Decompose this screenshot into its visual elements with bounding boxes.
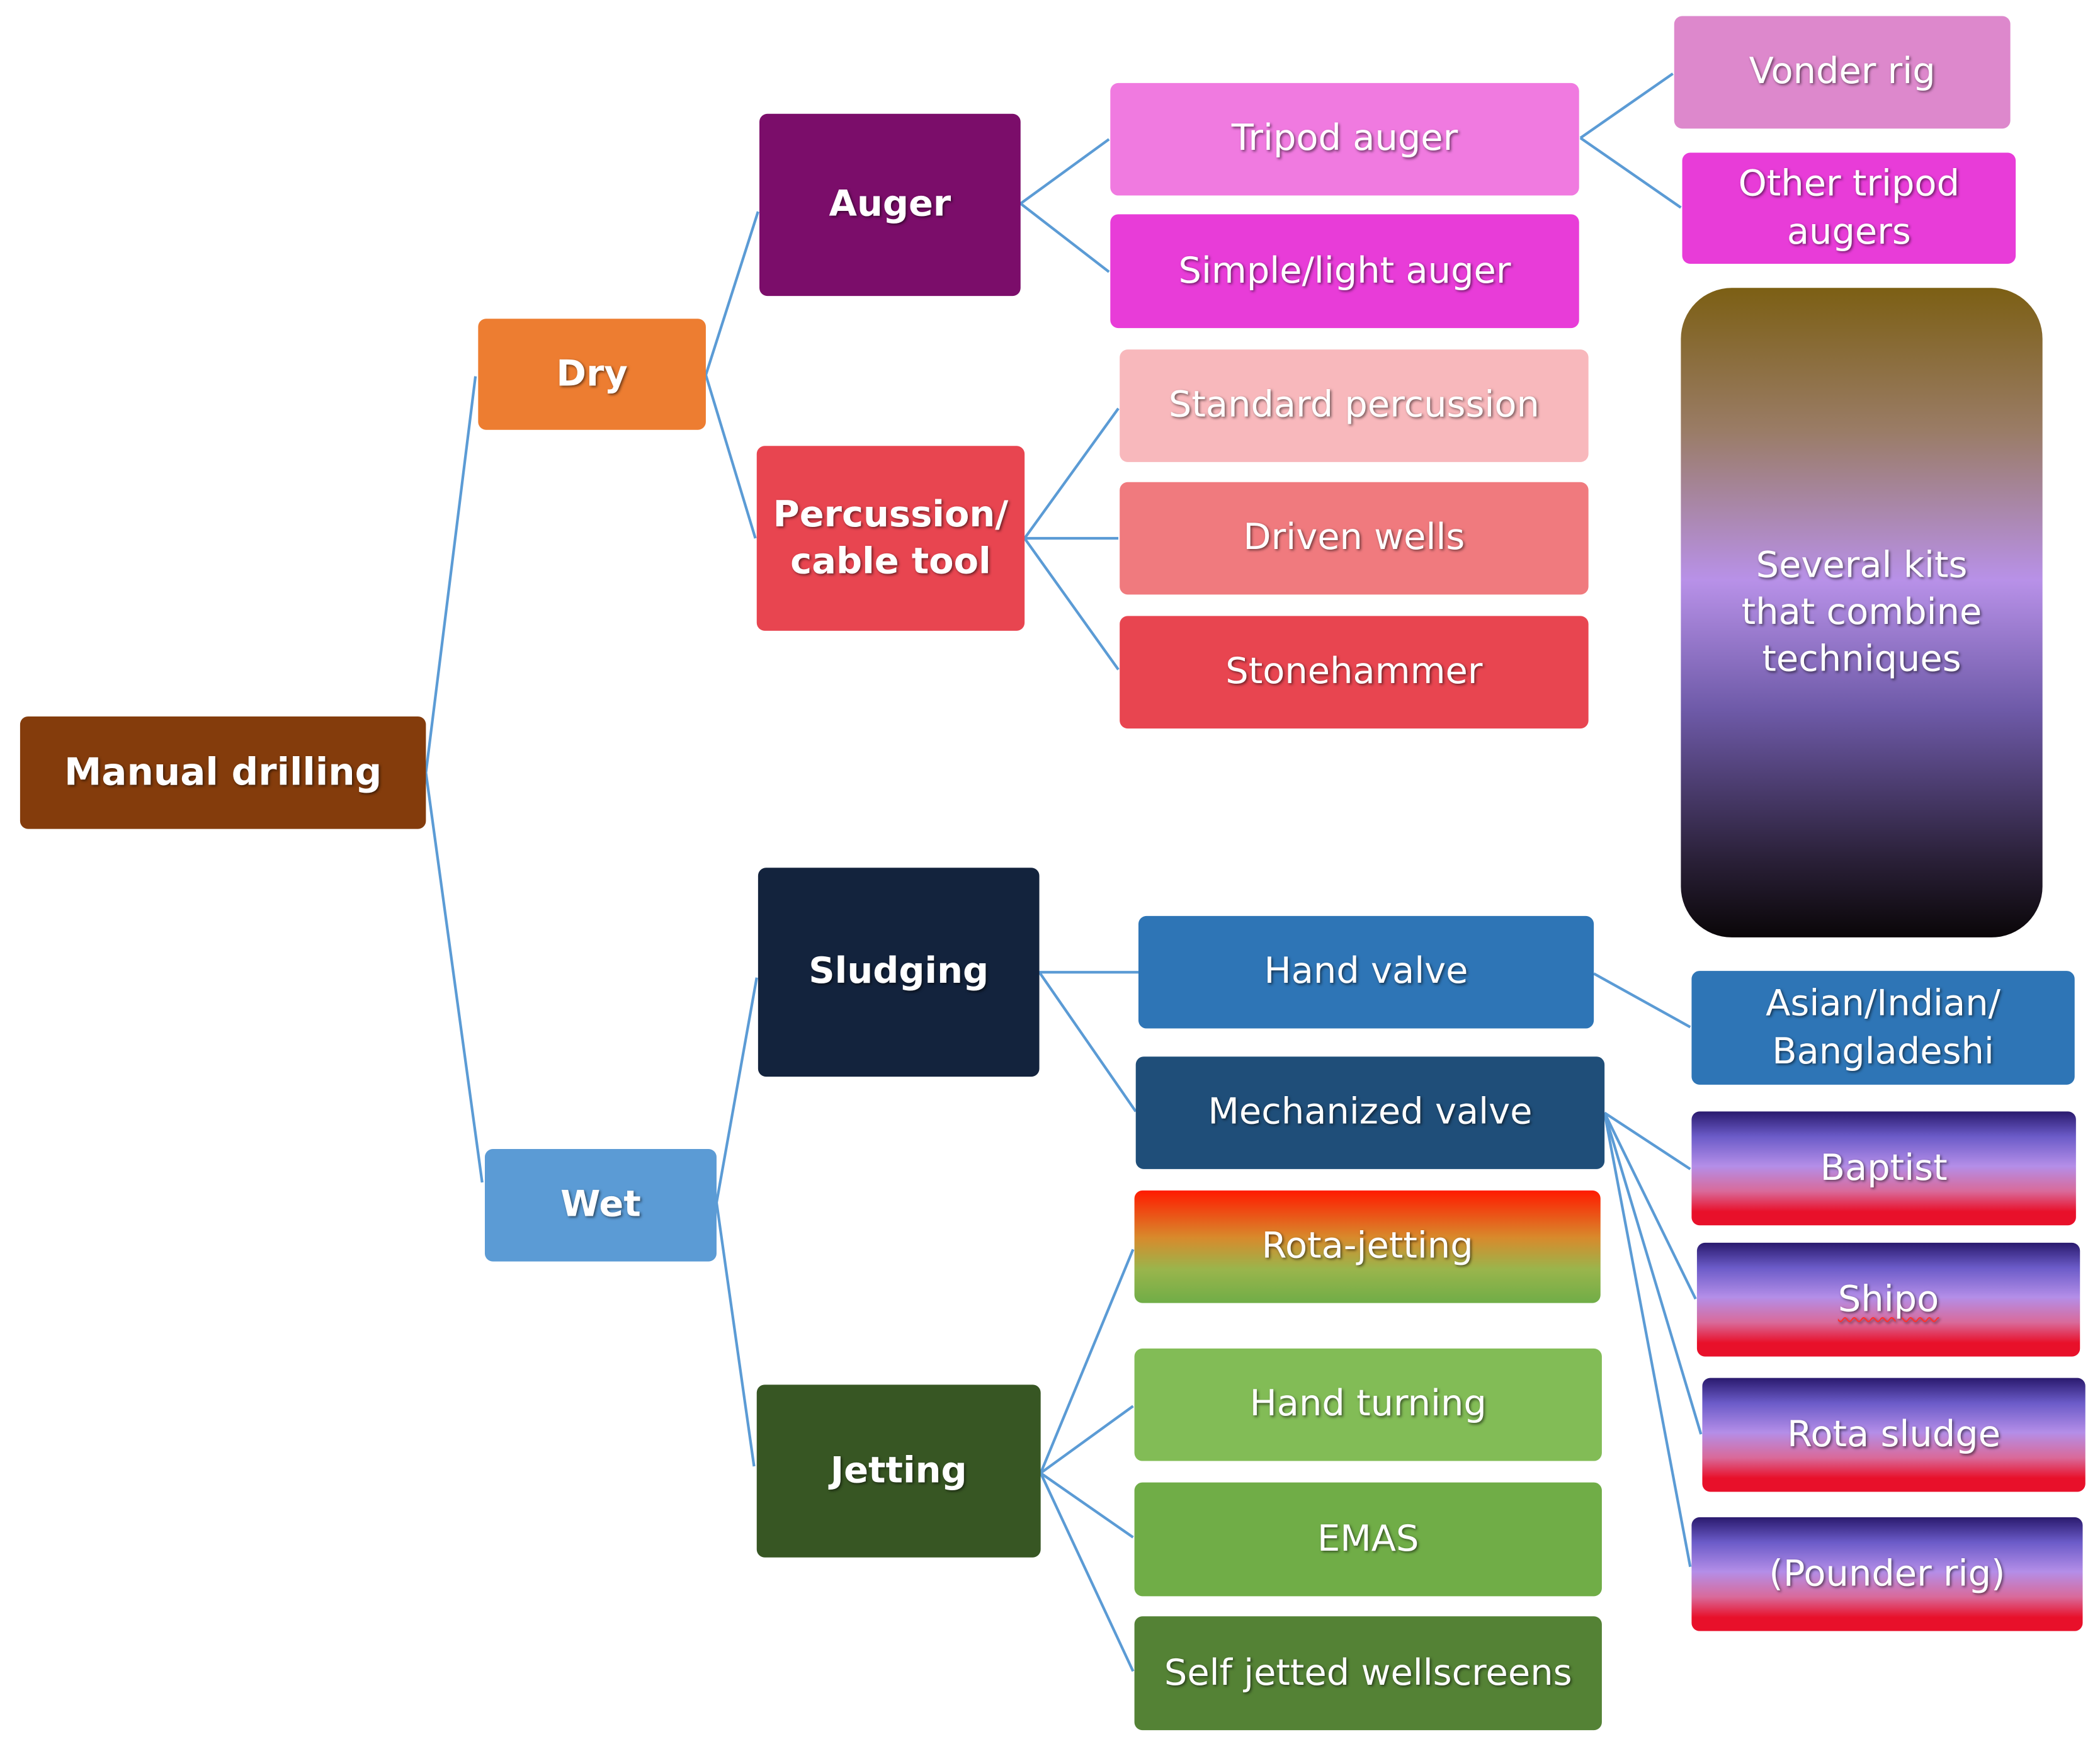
connector-tripod-other [1579, 137, 1682, 209]
node-auger: Auger [759, 113, 1021, 297]
connector-handvalve-asian [1593, 972, 1691, 1029]
node-percussion-cable-tool: Percussion/ cable tool [756, 446, 1025, 631]
connector-jetting-rota [1039, 1248, 1135, 1474]
node-mechanized-valve: Mechanized valve [1135, 1056, 1605, 1169]
connector-sludging-mechanized [1038, 971, 1137, 1112]
connector-mechanized-pounder [1603, 1112, 1692, 1567]
node-tripod-auger: Tripod auger [1110, 82, 1579, 196]
connector-tripod-vonder [1579, 72, 1674, 139]
node-manual-drilling: Manual drilling [20, 716, 426, 829]
connector-auger-tripod [1019, 138, 1110, 205]
connector-mechanized-shipo [1603, 1112, 1697, 1300]
node-baptist: Baptist [1691, 1111, 2076, 1226]
connector-dry-auger [704, 211, 759, 376]
node-simple-light-auger: Simple/light auger [1110, 214, 1579, 329]
shipo-label: Shipo [1837, 1279, 1939, 1321]
node-rota-jetting: Rota-jetting [1134, 1190, 1601, 1303]
connector-jetting-emas [1040, 1471, 1134, 1539]
connector-percussion-standard [1023, 407, 1120, 540]
node-asian-indian-bangladeshi: Asian/Indian/ Bangladeshi [1691, 971, 2075, 1085]
node-shipo: Shipo [1696, 1242, 2080, 1357]
connector-wet-sludging [715, 977, 758, 1203]
node-self-jetted-wellscreens: Self jetted wellscreens [1134, 1616, 1602, 1731]
node-pounder-rig: (Pounder rig) [1691, 1517, 2083, 1631]
connector-auger-simple [1019, 202, 1110, 273]
node-hand-turning: Hand turning [1134, 1348, 1602, 1461]
connector-jetting-selfjetted [1039, 1472, 1135, 1672]
connector-percussion-stonehammer [1023, 537, 1120, 671]
node-several-kits: Several kits that combine techniques [1681, 288, 2043, 937]
node-wet: Wet [484, 1148, 717, 1262]
connector-root-wet [424, 772, 484, 1183]
node-dry: Dry [478, 319, 706, 430]
node-jetting: Jetting [756, 1384, 1041, 1558]
node-other-tripod-augers: Other tripod augers [1682, 152, 2016, 264]
connector-mechanized-baptist [1603, 1111, 1691, 1170]
node-stonehammer: Stonehammer [1120, 616, 1589, 729]
node-hand-valve: Hand valve [1138, 915, 1594, 1029]
node-standard-percussion: Standard percussion [1120, 349, 1589, 462]
node-sludging: Sludging [758, 868, 1040, 1077]
node-driven-wells: Driven wells [1120, 482, 1589, 595]
node-vonder-rig: Vonder rig [1674, 16, 2011, 129]
connector-jetting-handturning [1040, 1405, 1134, 1474]
node-rota-sludge: Rota sludge [1702, 1378, 2086, 1492]
connector-mechanized-rotasludge [1603, 1112, 1703, 1435]
connector-dry-percussion [704, 374, 757, 539]
connector-root-dry [424, 376, 477, 773]
node-emas: EMAS [1134, 1482, 1602, 1597]
connector-wet-jetting [715, 1202, 756, 1467]
